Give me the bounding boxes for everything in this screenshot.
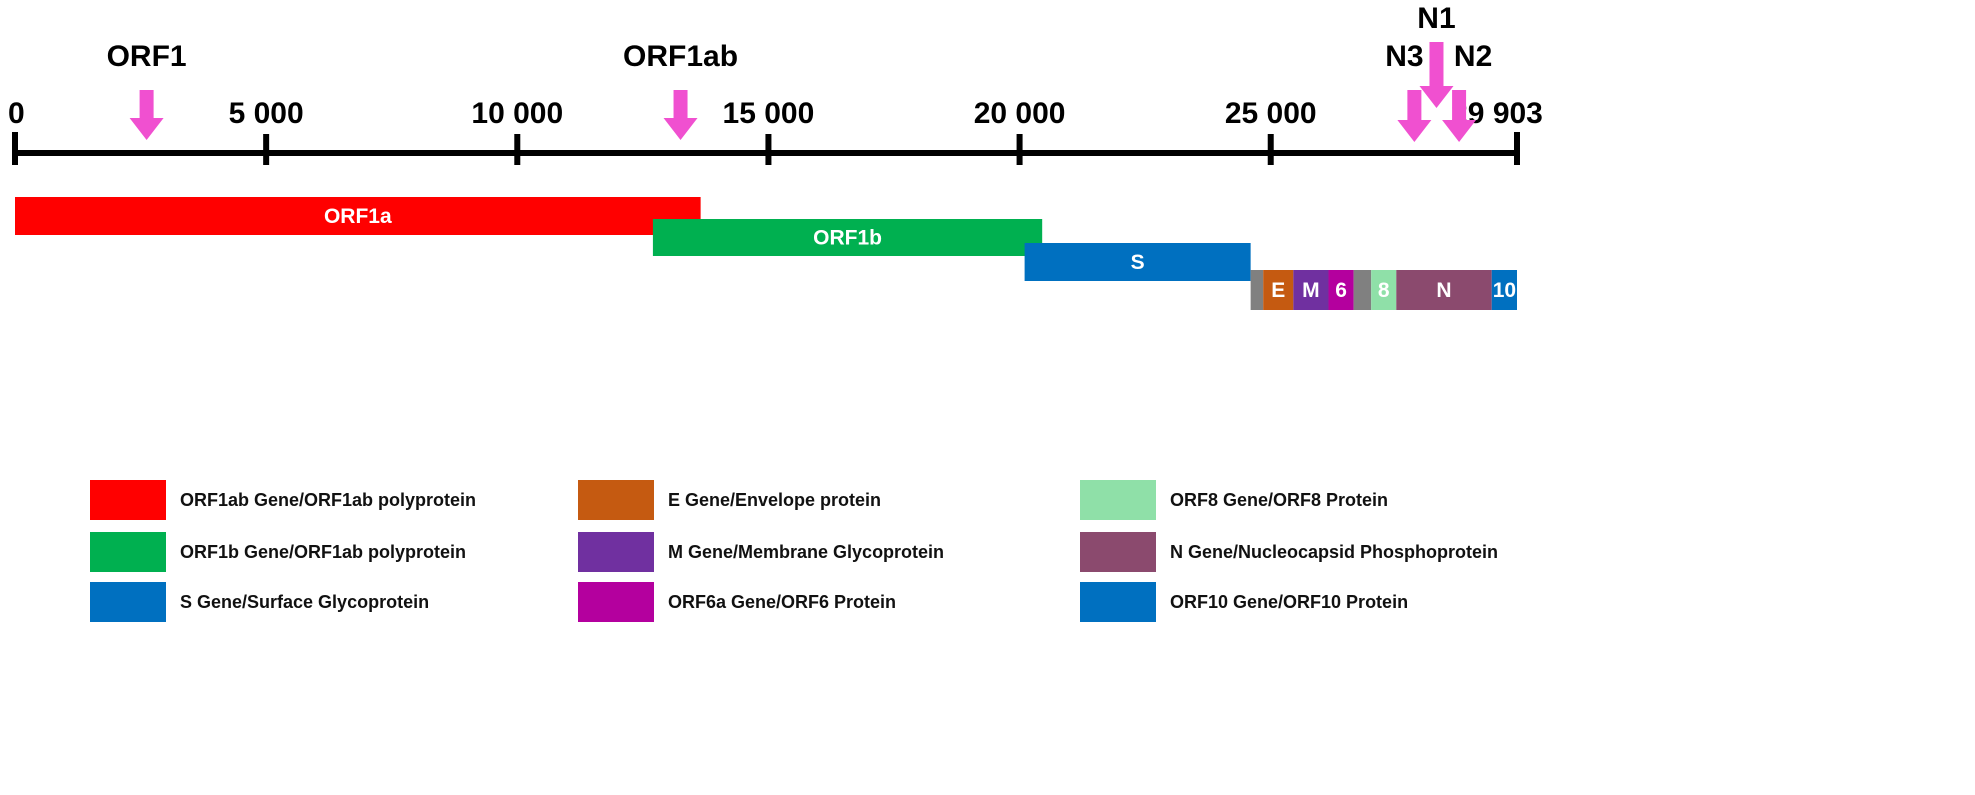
gene-orf1a-segment [15,197,701,235]
tick-label: 15 000 [723,97,815,130]
tick-label: 25 000 [1225,97,1317,130]
probe-arrow-n2 [1442,90,1477,142]
probe-label-n1: N1 [1417,2,1455,35]
gene-orf1b-segment [652,219,1043,256]
gene-orf10-label: 10 [1493,279,1516,302]
probe-label-orf1ab: ORF1ab [623,40,738,73]
tick-label: 10 000 [471,97,563,130]
gene-orf6-label: 6 [1335,279,1347,302]
gene-m-segment [1293,270,1329,310]
probe-arrow-orf1ab [663,90,698,140]
gene-s-segment [1024,243,1251,281]
gene-orf3-segment [1250,270,1264,310]
gene-n-segment [1396,270,1492,310]
gene-orf6-segment [1328,270,1354,310]
probe-arrow-n3 [1397,90,1432,142]
gene-orf1a-label: ORF1a [324,205,392,228]
gene-orf8-segment [1371,270,1397,310]
probe-label-orf1: ORF1 [107,40,187,73]
gene-s-label: S [1131,251,1145,274]
probe-label-n3: N3 [1385,40,1423,73]
gene-orf10-segment [1491,270,1517,310]
gene-m-label: M [1302,279,1320,302]
tick-label: 5 000 [229,97,304,130]
tick-label: 20 000 [974,97,1066,130]
gene-orf1b-label: ORF1b [813,227,882,250]
probe-label-n2: N2 [1454,40,1492,73]
gene-orf8-label: 8 [1378,279,1390,302]
gene-orf7-segment [1353,270,1372,310]
gene-n-label: N [1436,279,1451,302]
probe-arrow-orf1 [129,90,164,140]
gene-e-label: E [1271,279,1285,302]
gene-e-segment [1263,270,1294,310]
tick-label: 0 [8,97,25,130]
probe-arrow-n1 [1419,42,1454,108]
